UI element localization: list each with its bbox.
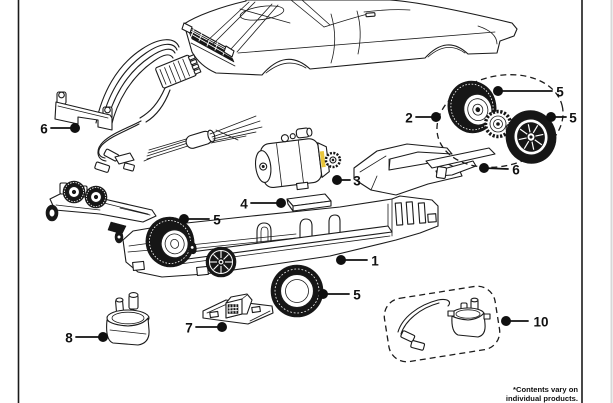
spade-terminal <box>410 340 426 351</box>
dashed-group-outline <box>436 74 564 168</box>
door-handle <box>365 12 376 18</box>
wiring-harness-plug-part <box>95 39 202 128</box>
callout-5-right: 5 <box>546 111 577 126</box>
callout-number: 5 <box>569 111 577 126</box>
callout-number: 6 <box>40 122 48 137</box>
traction-magnet-part <box>286 193 332 212</box>
guide-pod-part <box>106 292 150 346</box>
braided-lead-wire-part <box>143 115 263 162</box>
trim-strip-part <box>425 147 496 179</box>
headlight-left <box>181 22 193 34</box>
callout-number: 5 <box>556 85 564 100</box>
callout-5-rear-tire: 5 <box>318 288 361 303</box>
callout-1: 1 <box>336 254 379 269</box>
harness-connector <box>155 54 202 89</box>
plug-box <box>225 293 253 319</box>
callout-5-front-tire: 5 <box>179 213 221 228</box>
callout-number: 7 <box>185 321 193 336</box>
spare-guide-assembly-part <box>383 285 501 363</box>
callouts: 6 2 5 5 3 4 6 5 <box>40 85 577 346</box>
callout-number: 5 <box>353 288 361 303</box>
callout-number: 1 <box>371 254 379 269</box>
motor-part <box>254 127 342 191</box>
rear-wheel-right <box>505 110 557 164</box>
wiring-bracket-part <box>54 91 113 131</box>
rear-tire-left <box>447 80 497 134</box>
spare-guide-pod <box>447 297 491 338</box>
front-axle-rod <box>189 233 297 250</box>
spade-terminal <box>94 161 111 173</box>
callout-number: 3 <box>353 174 361 189</box>
callout-6-right: 6 <box>479 163 520 178</box>
callout-number: 8 <box>65 331 73 346</box>
callout-number: 10 <box>533 315 548 330</box>
callout-4: 4 <box>240 197 286 212</box>
car-body-shell-part <box>181 0 518 76</box>
gear-wheel <box>84 185 108 209</box>
callout-number: 4 <box>240 197 248 212</box>
guide-wires-part <box>94 120 142 173</box>
footnote: *Contents vary on individual products. <box>506 385 579 403</box>
footnote-line-2: individual products. <box>506 394 578 403</box>
bonnet-scoop <box>239 5 285 21</box>
rear-axle-assembly-part <box>436 74 564 168</box>
mounted-wheel <box>205 246 237 278</box>
front-tire-part <box>145 216 197 268</box>
callout-5-top-right: 5 <box>493 85 564 100</box>
grille <box>181 22 236 67</box>
gear-wheel <box>62 180 86 204</box>
callout-number: 2 <box>405 111 413 126</box>
front-axle-gear-assembly-part <box>45 180 157 244</box>
accessory-plate-part <box>202 293 274 325</box>
motor-accent-stripe <box>319 151 326 168</box>
callout-number: 6 <box>512 163 520 178</box>
footnote-line-1: *Contents vary on <box>513 385 578 394</box>
callout-2: 2 <box>405 111 441 126</box>
callout-8: 8 <box>65 331 108 346</box>
callout-number: 5 <box>213 213 221 228</box>
callout-7: 7 <box>185 321 227 336</box>
spade-terminal <box>400 330 416 343</box>
callout-10: 10 <box>501 315 549 330</box>
headlight-right <box>223 45 235 58</box>
callout-6-left: 6 <box>40 122 80 137</box>
callout-3: 3 <box>332 174 361 189</box>
rear-tire-part <box>270 264 324 318</box>
